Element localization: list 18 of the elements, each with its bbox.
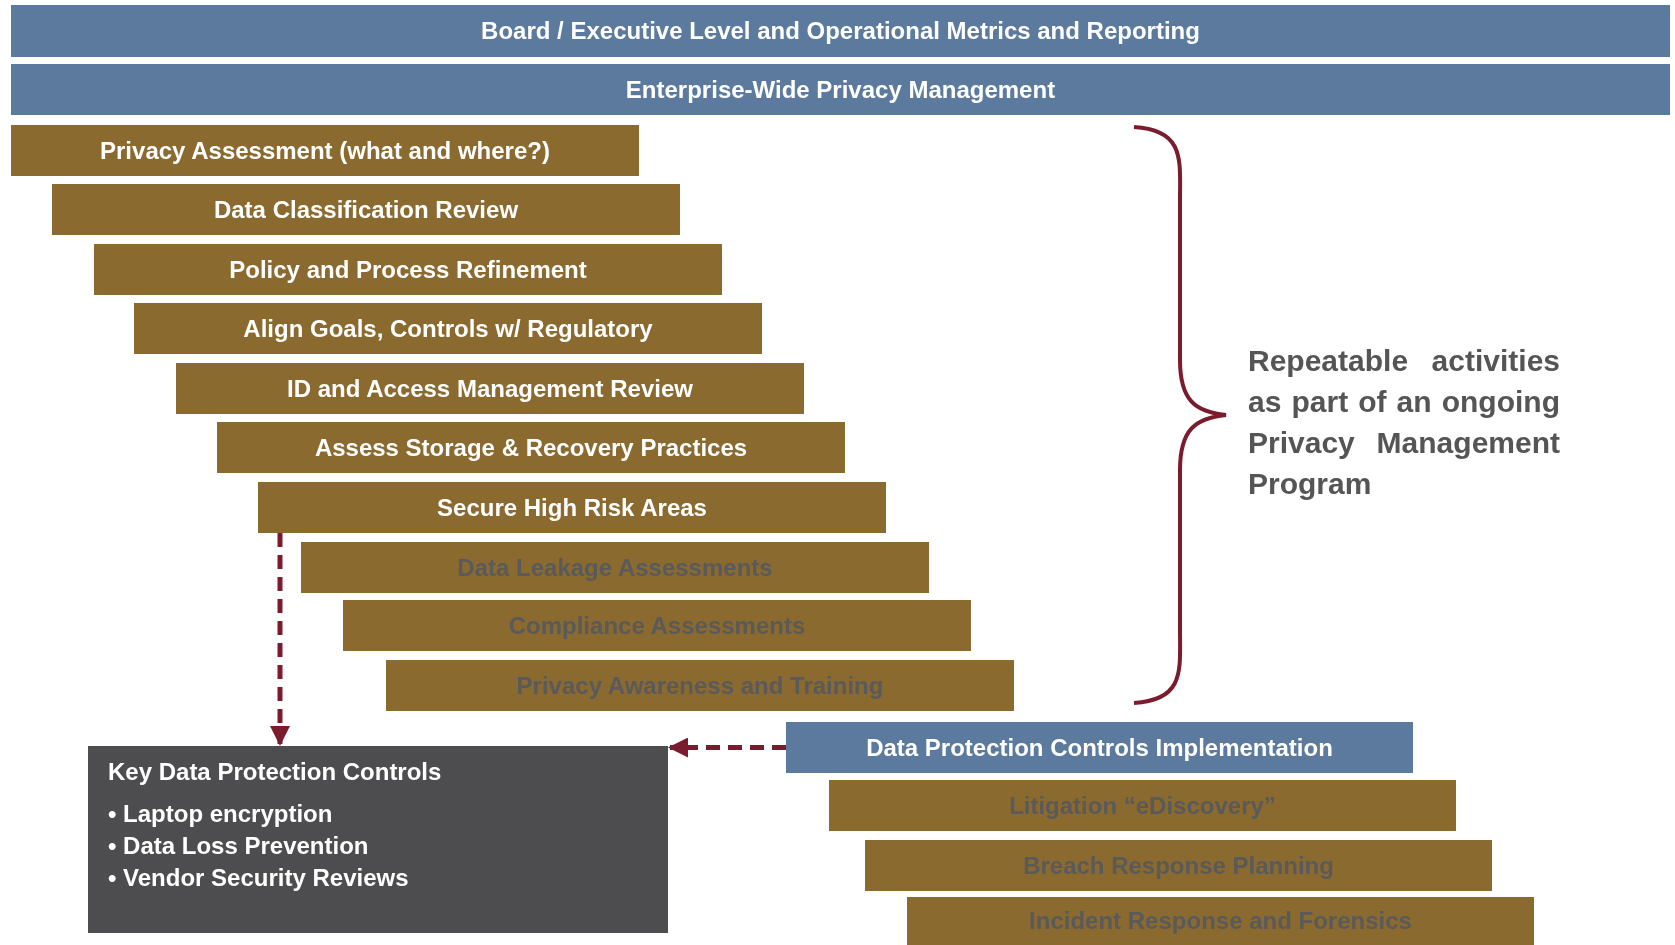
controls-panel xyxy=(88,746,668,933)
bracket-note: Repeatable activities as part of an ongoing Privacy Management Program xyxy=(1248,343,1560,502)
activity-bar: Privacy Assessment (what and where?) xyxy=(11,125,639,176)
bullet-item: • Laptop encryption xyxy=(108,800,334,828)
activity-bar: Policy and Process Refinement xyxy=(94,244,722,295)
dashed-arrow xyxy=(668,737,786,758)
activity-bar: Board / Executive Level and Operational Metrics and Reporting xyxy=(11,5,1670,57)
panel-heading: Key Data Protection Controls xyxy=(108,758,442,785)
activity-bar: ID and Access Management Review xyxy=(176,363,804,414)
activity-bar: Assess Storage & Recovery Practices xyxy=(217,422,845,473)
activity-bar: Align Goals, Controls w/ Regulatory xyxy=(134,303,762,354)
bullet-item: • Data Loss Prevention xyxy=(108,832,370,860)
activity-bar: Secure High Risk Areas xyxy=(258,482,886,533)
dashed-arrow xyxy=(270,533,290,746)
activity-bar: Data Protection Controls Implementation xyxy=(786,722,1413,773)
activity-bar: Data Classification Review xyxy=(52,184,680,235)
activity-bar: Enterprise-Wide Privacy Management xyxy=(11,64,1670,115)
bullet-item: • Vendor Security Reviews xyxy=(108,864,410,892)
